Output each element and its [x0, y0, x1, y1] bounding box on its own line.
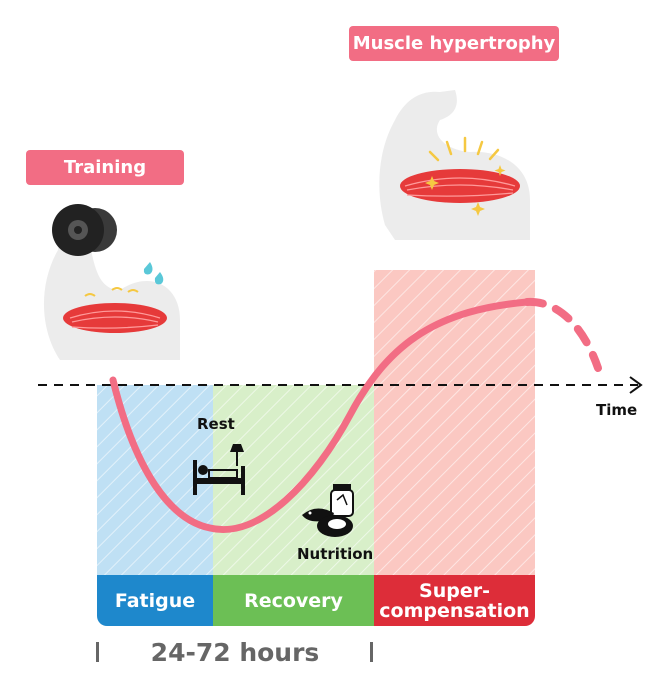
performance-curve-projection: [523, 297, 602, 372]
dumbbell-icon: [52, 204, 117, 256]
flexed-arm-icon: [379, 90, 530, 240]
phase-fatigue: Fatigue: [97, 575, 213, 626]
training-label: Training: [26, 150, 184, 185]
time-axis-label: Time: [596, 401, 638, 419]
muscle-icon: [63, 303, 167, 333]
muscle-hypertrophy-label: Muscle hypertrophy: [349, 26, 559, 61]
duration-end-tick: [370, 642, 373, 662]
time-axis-arrow-icon: [629, 376, 643, 394]
sparkle-icon: [428, 136, 500, 162]
food-icon: [302, 484, 354, 537]
nutrition-label: Nutrition: [297, 545, 374, 563]
performance-curve: [109, 298, 531, 533]
phase-supercompensation: Super- compensation: [374, 575, 535, 626]
training-arm-icon: [43, 233, 181, 360]
muscle-large-icon: [400, 169, 520, 203]
rest-label: Rest: [197, 415, 235, 433]
duration-label: 24-72 hours: [150, 638, 320, 667]
duration-start-tick: [96, 642, 99, 662]
phase-recovery: Recovery: [213, 575, 374, 626]
sweat-drop-icon: [143, 262, 164, 285]
bed-icon: [193, 444, 245, 495]
